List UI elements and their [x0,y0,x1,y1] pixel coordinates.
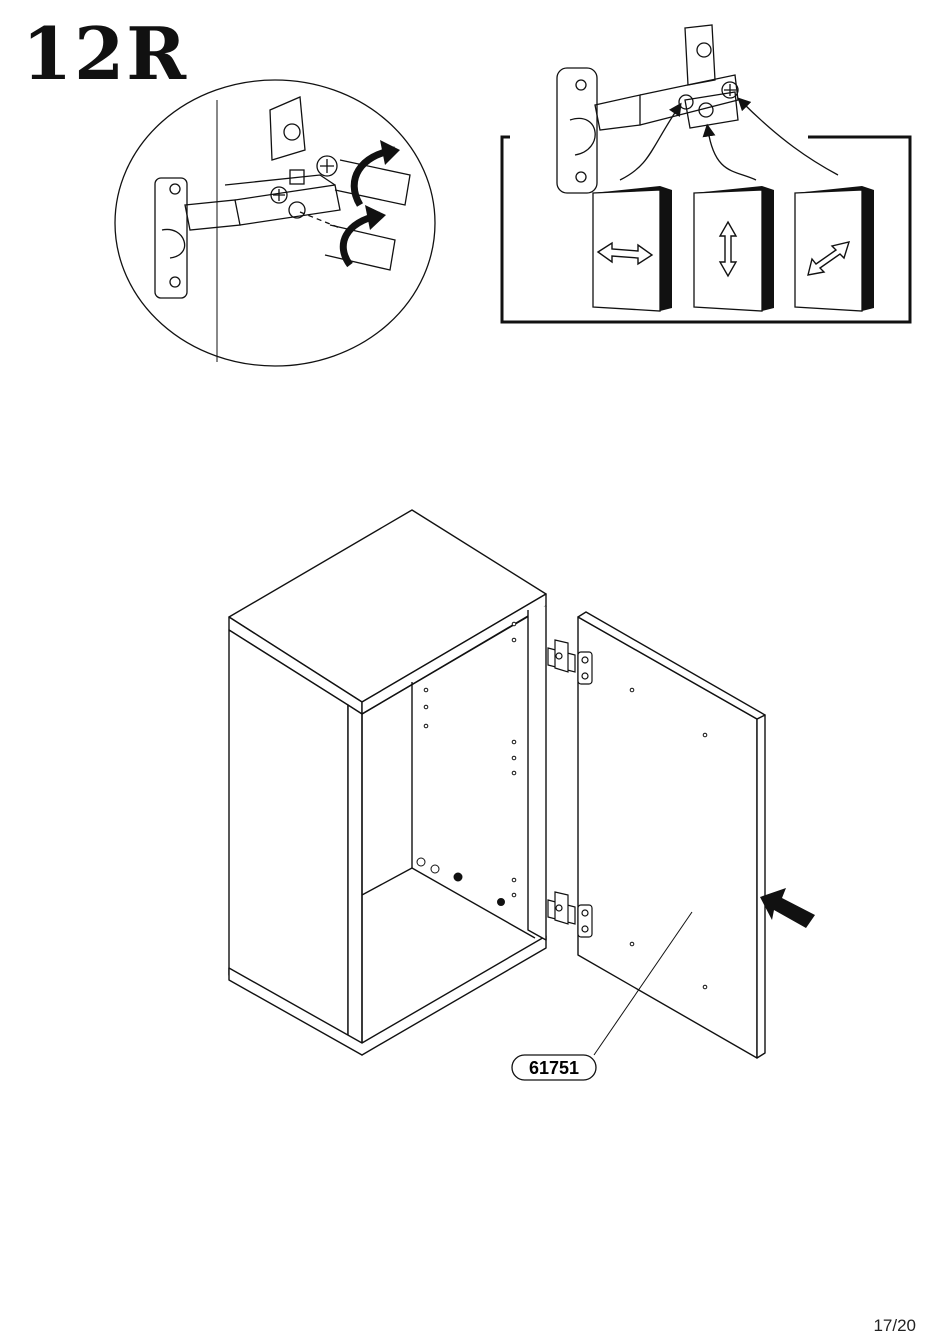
hinge-detail-circle [115,80,435,366]
part-number-label: 61751 [512,1055,596,1080]
cabinet-body [229,510,546,1055]
page-number: 17/20 [873,1316,916,1336]
adjustment-tile-height [694,186,774,311]
press-direction-arrow-icon [760,888,815,928]
adjustment-hinge-drawing [557,25,838,193]
adjustment-tile-side [593,186,672,311]
adjustment-tile-depth [795,186,874,311]
cabinet-door [578,612,765,1058]
part-number-text: 61751 [529,1058,579,1078]
